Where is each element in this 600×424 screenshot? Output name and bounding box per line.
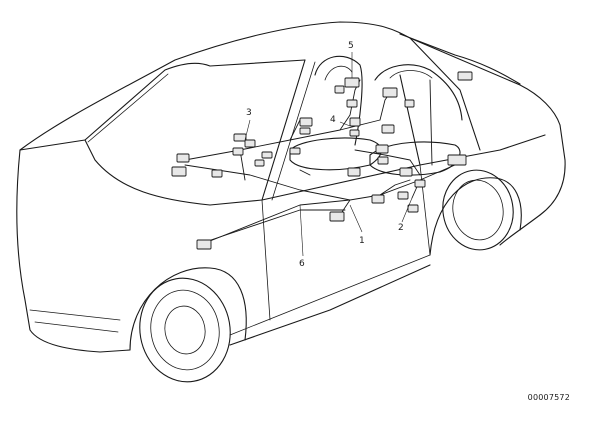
- connector-3d: [261, 151, 273, 159]
- connector-dash-center: [211, 169, 223, 178]
- connector-trunk: [457, 71, 473, 81]
- connector-dash-left-lower: [171, 166, 187, 177]
- connector-floor-a: [347, 167, 361, 177]
- callout-1: 1: [359, 236, 365, 246]
- connector-3b: [232, 147, 244, 156]
- wiring-harness: [184, 79, 456, 246]
- callout-3: 3: [246, 108, 252, 118]
- connector-4a: [349, 117, 361, 127]
- connector-dash-left: [176, 153, 190, 163]
- front-wheel: [129, 267, 247, 383]
- connector-2a: [397, 191, 409, 200]
- callout-leaders: [244, 52, 413, 257]
- connector-console: [289, 147, 301, 155]
- rear-wheel: [429, 169, 522, 256]
- seats: [289, 55, 463, 176]
- connector-2b: [407, 204, 419, 213]
- connector-1b: [371, 194, 385, 204]
- connector-front-footwell: [196, 239, 212, 250]
- callout-4: 4: [330, 115, 336, 125]
- callout-2: 2: [398, 223, 404, 233]
- connector-center-c: [377, 156, 389, 165]
- connector-3c: [244, 139, 256, 148]
- connector-rear-seat-side: [404, 99, 415, 108]
- connector-center-b: [375, 144, 389, 154]
- connector-a-pillar-lower: [299, 127, 311, 135]
- connector-1a: [329, 211, 345, 222]
- connectors: [171, 71, 473, 250]
- reference-number: 00007572: [527, 393, 570, 402]
- callout-6: 6: [299, 259, 305, 269]
- connector-4b: [349, 129, 360, 137]
- connector-2c: [414, 179, 426, 188]
- connector-center-a: [381, 124, 395, 134]
- callout-labels: 1 2 3 4 5 6: [246, 41, 404, 269]
- connector-3e: [254, 159, 265, 167]
- connector-3a: [233, 133, 247, 142]
- connector-5c: [346, 99, 358, 108]
- connector-5a: [344, 77, 360, 88]
- car-body-outline: [16, 21, 566, 353]
- connector-floor-b: [399, 167, 413, 177]
- connector-rear-module: [447, 154, 467, 166]
- callout-5: 5: [348, 41, 354, 51]
- connector-rear-seat-top: [382, 87, 398, 98]
- connector-5b: [334, 85, 345, 94]
- connector-a-pillar: [299, 117, 313, 127]
